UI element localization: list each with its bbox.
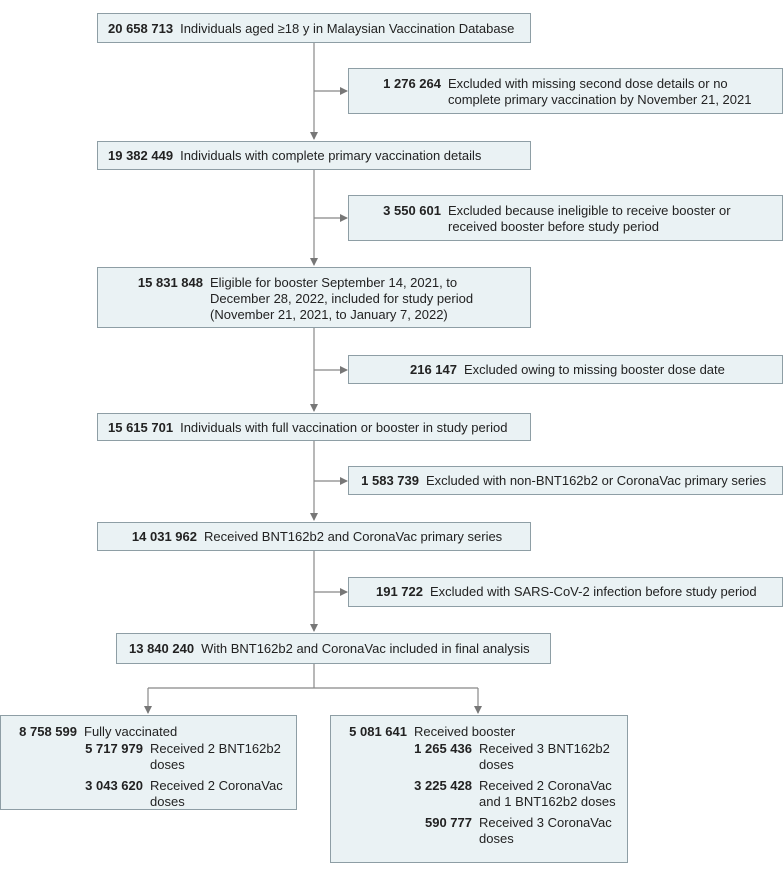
exclusion-box-sars-cov-2-infection: 191 722 Excluded with SARS-CoV-2 infecti… xyxy=(348,577,783,607)
subgroup-count: 1 265 436 xyxy=(414,741,472,756)
exclusion-label: Excluded with missing second dose detail… xyxy=(448,76,752,107)
subgroup-row: 3 043 620 Received 2 CoronaVac doses xyxy=(7,778,290,810)
step-box-full-vaccination-or-booster: 15 615 701 Individuals with full vaccina… xyxy=(97,413,531,441)
subgroup-label: Received 2 CoronaVac and 1 BNT162b2 dose… xyxy=(479,778,616,809)
subgroup-count: 3 225 428 xyxy=(414,778,472,793)
step-box-complete-primary: 19 382 449 Individuals with complete pri… xyxy=(97,141,531,170)
exclusion-label: Excluded because ineligible to receive b… xyxy=(448,203,731,234)
exclusion-label: Excluded owing to missing booster dose d… xyxy=(464,362,725,377)
step-box-all-individuals: 20 658 713 Individuals aged ≥18 y in Mal… xyxy=(97,13,531,43)
exclusion-box-missing-booster-date: 216 147 Excluded owing to missing booste… xyxy=(348,355,783,384)
step-box-bnt-coronavac-primary: 14 031 962 Received BNT162b2 and CoronaV… xyxy=(97,522,531,551)
step-label: Individuals with complete primary vaccin… xyxy=(180,148,482,163)
exclusion-count: 3 550 601 xyxy=(383,203,441,218)
subgroup-count: 590 777 xyxy=(425,815,472,830)
step-count: 15 831 848 xyxy=(137,275,203,290)
exclusion-box-non-bnt-coronavac: 1 583 739 Excluded with non-BNT162b2 or … xyxy=(348,466,783,495)
exclusion-label: Excluded with SARS-CoV-2 infection befor… xyxy=(430,584,757,599)
exclusion-box-missing-second-dose: 1 276 264 Excluded with missing second d… xyxy=(348,68,783,114)
subgroup-row: 590 777 Received 3 CoronaVac doses xyxy=(337,815,621,847)
exclusion-count: 216 147 xyxy=(410,362,457,377)
group-count: 8 758 599 xyxy=(19,724,77,739)
exclusion-box-ineligible-booster: 3 550 601 Excluded because ineligible to… xyxy=(348,195,783,241)
exclusion-label: Excluded with non-BNT162b2 or CoronaVac … xyxy=(426,473,767,488)
exclusion-count: 1 276 264 xyxy=(383,76,441,91)
step-label: Received BNT162b2 and CoronaVac primary … xyxy=(204,529,503,544)
group-count: 5 081 641 xyxy=(349,724,407,739)
exclusion-count: 191 722 xyxy=(376,584,423,599)
subgroup-label: Received 2 CoronaVac doses xyxy=(150,778,283,809)
subgroup-count: 5 717 979 xyxy=(85,741,143,756)
step-label: Eligible for booster September 14, 2021,… xyxy=(210,275,474,322)
subgroup-count: 3 043 620 xyxy=(85,778,143,793)
group-label: Received booster xyxy=(414,724,516,739)
step-count: 20 658 713 xyxy=(108,21,174,36)
step-label: With BNT162b2 and CoronaVac included in … xyxy=(201,641,530,656)
subgroup-label: Received 3 CoronaVac doses xyxy=(479,815,612,846)
group-box-fully-vaccinated: 8 758 599 Fully vaccinated 5 717 979 Rec… xyxy=(0,715,297,810)
step-count: 13 840 240 xyxy=(129,641,195,656)
group-box-received-booster: 5 081 641 Received booster 1 265 436 Rec… xyxy=(330,715,628,863)
step-label: Individuals with full vaccination or boo… xyxy=(180,420,508,435)
step-count: 19 382 449 xyxy=(108,148,174,163)
subgroup-row: 5 717 979 Received 2 BNT162b2 doses xyxy=(7,741,290,773)
step-label: Individuals aged ≥18 y in Malaysian Vacc… xyxy=(180,21,515,36)
subgroup-row: 1 265 436 Received 3 BNT162b2 doses xyxy=(337,741,621,773)
step-box-eligible-booster: 15 831 848 Eligible for booster Septembe… xyxy=(97,267,531,328)
subgroup-row: 3 225 428 Received 2 CoronaVac and 1 BNT… xyxy=(337,778,621,810)
step-count: 15 615 701 xyxy=(108,420,174,435)
exclusion-count: 1 583 739 xyxy=(361,473,419,488)
subgroup-label: Received 2 BNT162b2 doses xyxy=(150,741,281,772)
subgroup-label: Received 3 BNT162b2 doses xyxy=(479,741,610,772)
group-label: Fully vaccinated xyxy=(84,724,178,739)
step-count: 14 031 962 xyxy=(131,529,197,544)
step-box-final-analysis: 13 840 240 With BNT162b2 and CoronaVac i… xyxy=(116,633,551,664)
